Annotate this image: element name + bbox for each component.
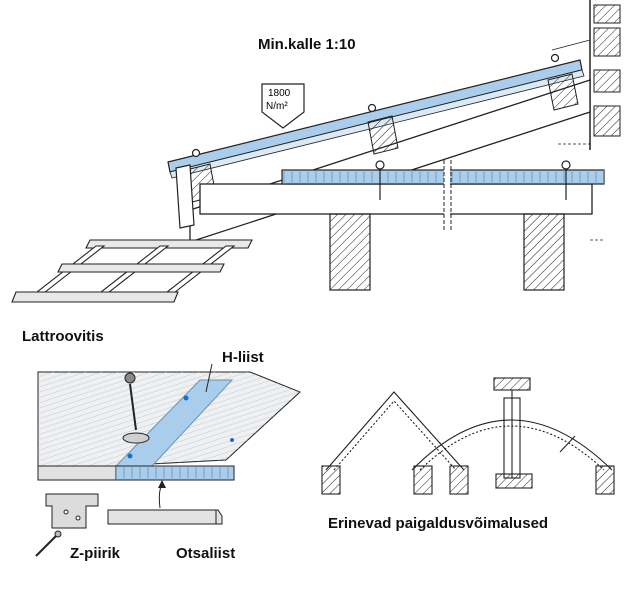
h-profile-label: H-liist <box>222 349 264 366</box>
load-value: 1800 <box>268 88 291 99</box>
load-unit: N/m² <box>266 101 288 112</box>
h-profile-detail <box>37 363 301 509</box>
mounting-variants-label: Erinevad paigaldusvõimalused <box>328 515 549 532</box>
slope-screw <box>191 53 560 158</box>
z-clip <box>35 493 99 557</box>
load-arrow: 1800 N/m² <box>261 83 305 129</box>
flat-panel-section <box>199 160 605 291</box>
end-cap-label: Otsaliist <box>176 545 236 562</box>
slope-label: Min.kalle 1:10 <box>258 36 356 53</box>
mounting-variants <box>321 377 615 495</box>
lath-frame-label: Lattroovitis <box>22 328 104 345</box>
end-cap-profile <box>107 509 223 525</box>
z-clip-label: Z-piirik <box>70 545 121 562</box>
brick-wall <box>589 0 621 150</box>
lath-frame <box>11 239 253 303</box>
